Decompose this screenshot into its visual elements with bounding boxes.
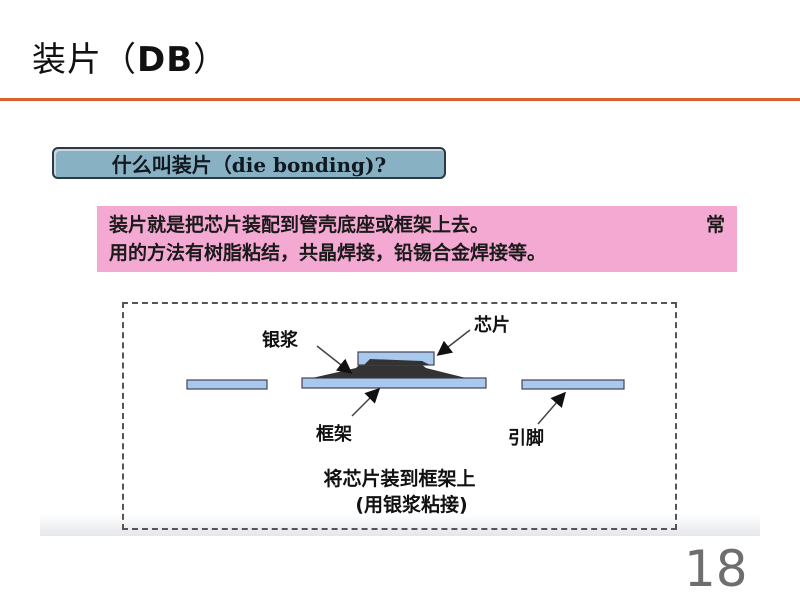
page-number: 18 <box>684 540 748 598</box>
caption-line2: (用银浆粘接) <box>355 494 468 516</box>
right-lead-shape <box>521 379 625 390</box>
label-chip: 芯片 <box>474 314 510 336</box>
title-close: ） <box>193 40 229 80</box>
title-en: DB <box>137 40 194 80</box>
label-silver-paste: 银浆 <box>262 329 299 351</box>
definition-box: 装片就是把芯片装配到管壳底座或框架上去。 常 用的方法有树脂粘结，共晶焊接，铅锡… <box>97 206 737 272</box>
definition-line2: 用的方法有树脂粘结，共晶焊接，铅锡合金焊接等。 <box>109 242 547 264</box>
slide-title: 装片（DB） <box>32 32 228 81</box>
question-text: 什么叫装片（die bonding)? <box>111 152 387 177</box>
left-lead-shape <box>186 379 268 390</box>
caption-line1: 将芯片装到框架上 <box>323 468 476 490</box>
bottom-fade <box>40 514 760 536</box>
definition-line1: 装片就是把芯片装配到管壳底座或框架上去。 <box>109 214 490 236</box>
definition-line1-tail: 常 <box>705 214 725 236</box>
frame-shape <box>301 377 487 389</box>
diagram-graphic: 银浆 芯片 框架 引脚 <box>186 314 625 449</box>
question-banner: 什么叫装片（die bonding)? <box>52 147 446 179</box>
label-lead: 引脚 <box>508 428 544 449</box>
title-cn: 装片（ <box>32 40 137 80</box>
label-frame: 框架 <box>316 423 352 445</box>
title-divider <box>0 98 800 101</box>
die-bonding-diagram: 银浆 芯片 框架 引脚 将芯片装到框架上 (用银浆粘接) <box>122 302 677 530</box>
